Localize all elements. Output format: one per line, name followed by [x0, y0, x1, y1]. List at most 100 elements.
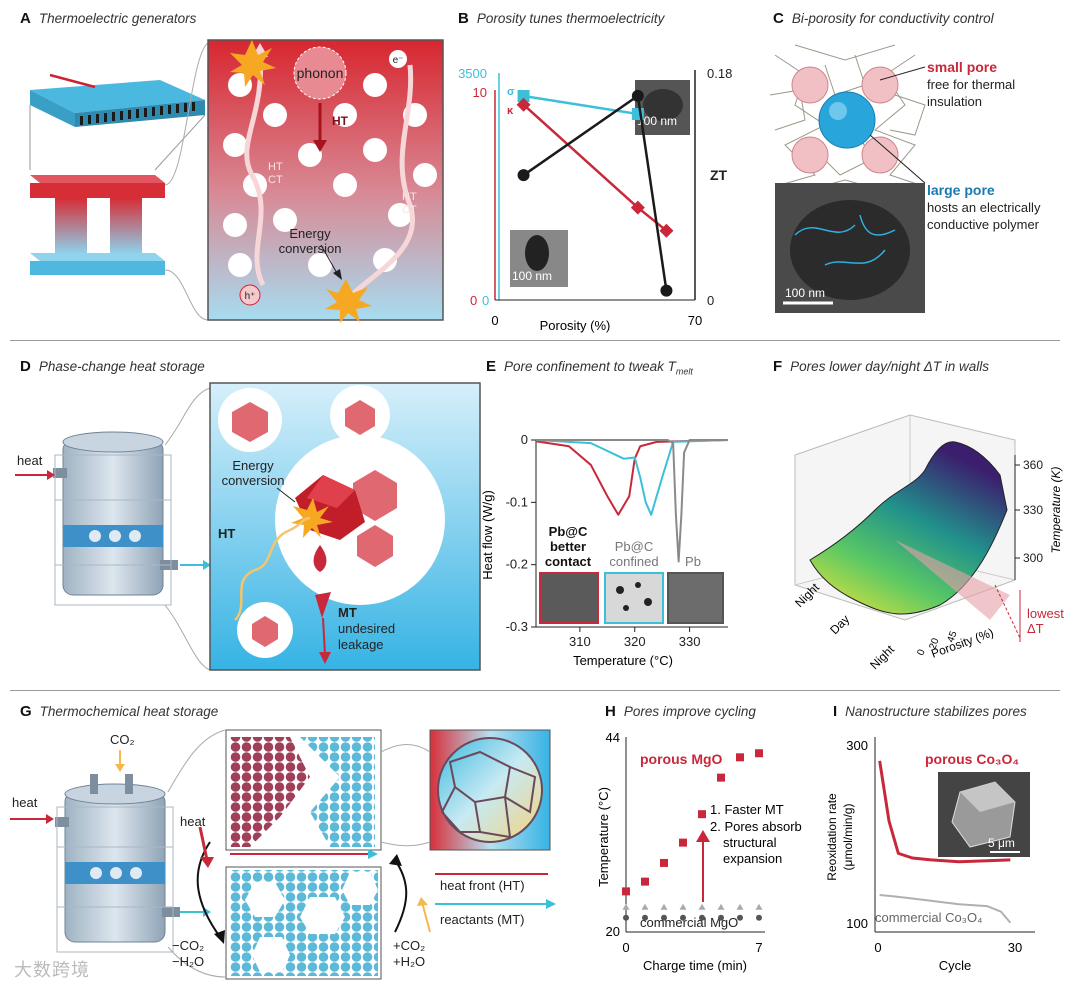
e-pb-label: Pb — [685, 554, 701, 569]
h-porous-point-1 — [641, 878, 649, 886]
b-sigma-max: 3500 — [458, 66, 487, 81]
e-ytick-label-3: -0.3 — [506, 619, 528, 634]
g-plus-co2: +CO₂ — [393, 938, 425, 953]
b-kappa-legend: κ — [507, 105, 514, 117]
h-commercial-tri-3 — [680, 904, 687, 910]
b-xlabel: Porosity (%) — [540, 318, 611, 333]
i-x30: 30 — [1008, 940, 1022, 955]
h-y20: 20 — [606, 924, 620, 939]
i-commercial-label: commercial Co₃O₄ — [875, 910, 982, 925]
heat-tank-g — [55, 774, 180, 952]
e-xlabel: Temperature (°C) — [573, 653, 673, 668]
hole-label: h⁺ — [245, 291, 256, 302]
b-scale-bottom: 100 nm — [512, 269, 552, 283]
small-pore-label: small pore — [927, 59, 997, 75]
i-porous-label: porous Co₃O₄ — [925, 751, 1019, 767]
h-y44: 44 — [606, 730, 620, 745]
large-pore-label: large pore — [927, 182, 995, 198]
d-mt-label: MT — [338, 605, 357, 620]
h-commercial-tri-0 — [623, 904, 630, 910]
f-night-2: Night — [867, 642, 897, 672]
h-commercial-tri-7 — [756, 904, 763, 910]
large-pore-desc-2: conductive polymer — [927, 217, 1040, 232]
e-better-3: contact — [545, 554, 592, 569]
e-line-0 — [536, 440, 728, 515]
h-commercial-tri-5 — [718, 904, 725, 910]
h-commercial-point-1 — [642, 915, 648, 921]
h-note-2: 2. Pores absorb — [710, 819, 802, 834]
h-note-4: expansion — [723, 851, 782, 866]
e-inset-confined — [605, 573, 663, 623]
h-commercial-tri-4 — [699, 904, 706, 910]
e-better-2: better — [550, 539, 586, 554]
h-ylabel: Temperature (°C) — [596, 787, 611, 887]
panel-b-chart: 3500 10 0 0 0.18 0 ZT 0 70 Porosity (%) … — [455, 35, 755, 335]
i-xlabel: Cycle — [939, 958, 972, 973]
e-ytick-label-0: 0 — [521, 432, 528, 447]
h-commercial-point-6 — [737, 915, 743, 921]
htct-left-label-2: CT — [268, 174, 283, 186]
panel-h-chart: 44 20 0 7 Charge time (min) Temperature … — [590, 722, 820, 982]
i-y300: 300 — [846, 738, 868, 753]
e-inset-pb — [668, 573, 723, 623]
large-pore-sphere — [819, 92, 875, 148]
panel-c-illustration: small pore free for thermal insulation l… — [765, 35, 1065, 325]
g-co2-label: CO₂ — [110, 732, 135, 747]
panel-a-illustration: phonon HT e⁻ h⁺ HT CT HT CT Energy conve… — [20, 35, 450, 330]
e-confined-1: Pb@C — [615, 539, 654, 554]
h-x7: 7 — [755, 940, 762, 955]
g-plus-h2o: +H₂O — [393, 954, 425, 969]
te-leg-pair — [30, 175, 165, 275]
te-module — [30, 75, 205, 127]
ht-label: HT — [332, 114, 349, 128]
h-commercial-point-0 — [623, 915, 629, 921]
h-note-1: 1. Faster MT — [710, 802, 784, 817]
row-divider-1 — [10, 340, 1060, 341]
h-porous-point-6 — [736, 753, 744, 761]
f-day: Day — [827, 612, 852, 637]
e-ytick-label-2: -0.2 — [506, 557, 528, 572]
h-commercial-point-2 — [661, 915, 667, 921]
i-ylabel-1: Reoxidation rate — [825, 793, 839, 881]
b-kappa-max: 10 — [473, 85, 487, 100]
b-point-zt-0 — [518, 169, 530, 181]
c-scale: 100 nm — [785, 286, 825, 300]
h-porous-point-3 — [679, 839, 687, 847]
energy-conversion-label: Energy — [289, 226, 331, 241]
g-minus-co2: −CO₂ — [172, 938, 204, 953]
i-y100: 100 — [846, 916, 868, 931]
h-porous-point-7 — [755, 749, 763, 757]
d-energy-label-1: Energy — [232, 458, 274, 473]
e-xtick-label-0: 310 — [569, 634, 591, 649]
htct-right-label-2: CT — [402, 204, 417, 216]
b-zt-zero: 0 — [707, 293, 714, 308]
b-zt-label: ZT — [710, 167, 728, 183]
b-x70: 70 — [688, 313, 702, 328]
h-commercial-point-3 — [680, 915, 686, 921]
d-heat-label: heat — [17, 453, 43, 468]
panel-i-chart: 300 100 0 30 Cycle Reoxidation rate (μmo… — [820, 722, 1075, 982]
f-ztick-label-1: 330 — [1023, 503, 1043, 517]
heat-tank-d — [53, 432, 178, 605]
e-ytick-label-1: -0.1 — [506, 494, 528, 509]
htct-left-label: HT — [268, 161, 283, 173]
panel-f-title: FPores lower day/night ΔT in walls — [773, 358, 989, 375]
d-ht-label: HT — [218, 526, 235, 541]
b-point-zt-1 — [632, 90, 644, 102]
i-x0: 0 — [874, 940, 881, 955]
e-ylabel: Heat flow (W/g) — [480, 490, 495, 580]
small-pore-desc-1: free for thermal — [927, 77, 1015, 92]
e-inset-better — [540, 573, 598, 623]
b-line-0 — [524, 96, 638, 114]
small-pore-desc-2: insulation — [927, 94, 982, 109]
h-commercial-point-5 — [718, 915, 724, 921]
electron-label: e⁻ — [393, 55, 404, 66]
h-commercial-point-4 — [699, 915, 705, 921]
h-porous-point-5 — [717, 774, 725, 782]
e-xtick-label-2: 330 — [679, 634, 701, 649]
